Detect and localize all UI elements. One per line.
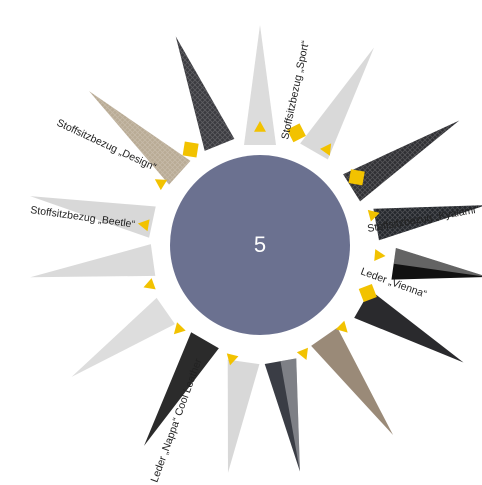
ray-group <box>30 25 482 473</box>
marker-group <box>137 121 386 366</box>
marker-triangle-13 <box>137 219 150 232</box>
ray-texture-kyalami <box>373 205 482 241</box>
marker-square-2 <box>287 123 306 143</box>
marker-triangle-10 <box>226 353 239 366</box>
marker-triangle-5 <box>367 209 380 222</box>
marker-triangle-9 <box>296 347 308 360</box>
ray-r2[interactable] <box>300 47 374 160</box>
hub-number: 5 <box>254 232 266 257</box>
ray-design-light[interactable] <box>30 196 156 238</box>
hub-circle <box>170 155 350 335</box>
ray-r6[interactable] <box>354 290 464 363</box>
marker-triangle-1 <box>254 121 266 132</box>
ray-sport-light[interactable] <box>244 25 276 145</box>
ray-nappa[interactable] <box>227 359 260 473</box>
marker-square-4 <box>348 169 365 186</box>
marker-square-7 <box>358 283 377 303</box>
ray-beetle[interactable] <box>30 244 156 278</box>
ray-texture-r15 <box>175 36 235 151</box>
marker-triangle-3 <box>320 143 332 156</box>
ray-r11[interactable] <box>71 297 175 377</box>
marker-triangle-11 <box>173 322 186 335</box>
ray-r8[interactable] <box>264 358 300 472</box>
marker-triangle-14 <box>154 179 168 191</box>
ray-shade-r8 <box>280 358 300 472</box>
marker-triangle-6 <box>374 249 386 262</box>
marker-triangle-12 <box>143 278 156 290</box>
ray-r7[interactable] <box>311 327 394 436</box>
ray-shade-vienna-black <box>393 247 482 277</box>
ray-texture-r3 <box>343 120 460 202</box>
marker-triangle-8 <box>335 320 348 333</box>
marker-square-15 <box>182 141 199 158</box>
ray-texture-design-tweed <box>89 91 191 185</box>
ray-r10[interactable] <box>144 332 219 446</box>
ray-vienna-black[interactable] <box>391 247 482 280</box>
